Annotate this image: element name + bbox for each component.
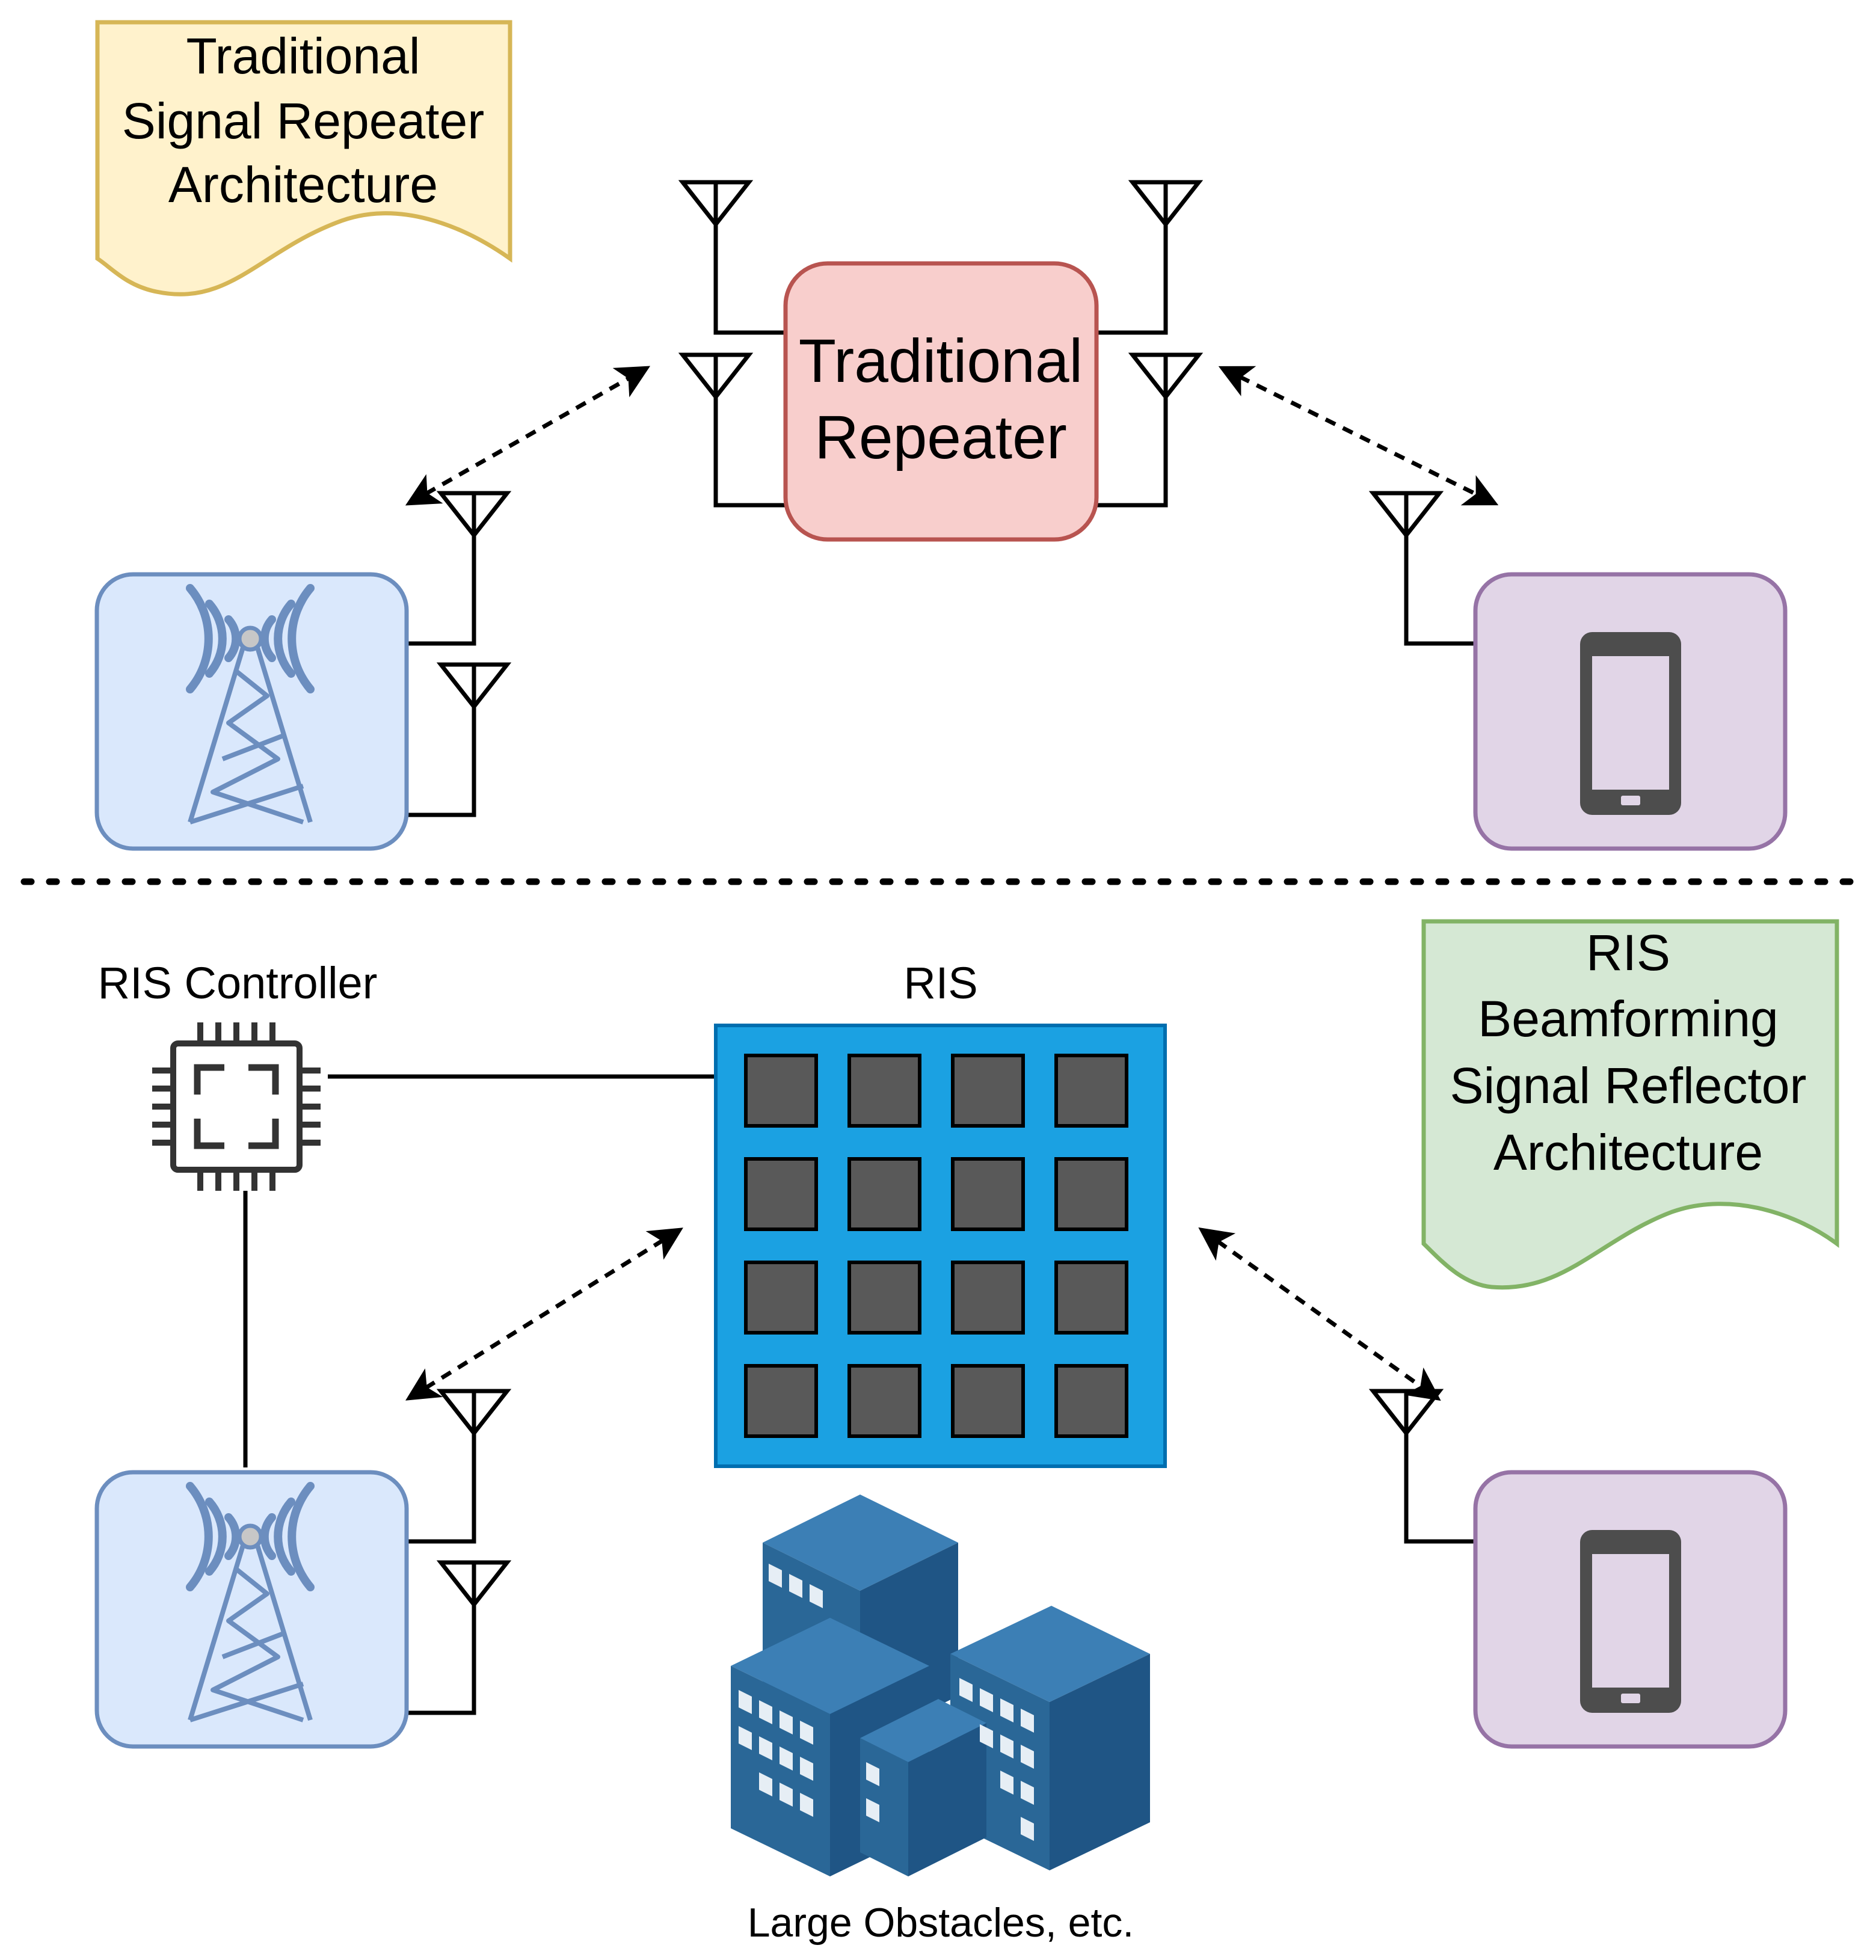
note-traditional-line-3: Architecture (168, 156, 438, 213)
note-ris-line-1: RIS (1586, 924, 1670, 981)
repeater-label-line-2: Repeater (814, 403, 1067, 472)
note-traditional-architecture: Traditional Signal Repeater Architecture (95, 20, 512, 296)
ris-element (951, 1157, 1025, 1231)
ris-element (847, 1157, 921, 1231)
base-station-top (94, 493, 507, 851)
smartphone-icon (1580, 632, 1681, 815)
ris-element (744, 1261, 818, 1335)
microchip-icon (152, 1022, 321, 1191)
link-arrow-bs-to-repeater (405, 366, 651, 506)
base-station-bottom (94, 1391, 507, 1749)
obstacles-label: Large Obstacles, etc. (748, 1900, 1134, 1946)
repeater-box (783, 261, 1099, 542)
ris-element (847, 1261, 921, 1335)
ris-element-grid (744, 1054, 1128, 1438)
base-station-bottom-box (94, 1470, 409, 1749)
ris-element (1054, 1261, 1128, 1335)
user-device-top (1373, 493, 1788, 851)
ris-controller-label: RIS Controller (98, 958, 378, 1008)
ris-element (1054, 1157, 1128, 1231)
note-ris-line-2: Beamforming (1478, 991, 1779, 1047)
ris-element (847, 1054, 921, 1128)
note-ris-line-4: Architecture (1493, 1124, 1763, 1181)
note-ris-architecture: RIS Beamforming Signal Reflector Archite… (1421, 919, 1839, 1290)
ris-element (1054, 1364, 1128, 1438)
ris-element (744, 1157, 818, 1231)
ris-element (951, 1261, 1025, 1335)
ris-element (951, 1364, 1025, 1438)
ris-element (847, 1364, 921, 1438)
link-arrow-ris-to-ue (1198, 1227, 1441, 1401)
traditional-repeater: Traditional Repeater (683, 182, 1199, 542)
ris-element (1054, 1054, 1128, 1128)
note-ris-line-3: Signal Reflector (1450, 1057, 1807, 1114)
smartphone-icon (1580, 1530, 1681, 1713)
link-arrow-repeater-to-ue (1218, 366, 1499, 506)
note-traditional-line-1: Traditional (186, 28, 420, 84)
office-buildings-icon (731, 1495, 1150, 1876)
ris-element (744, 1054, 818, 1128)
repeater-label-line-1: Traditional (799, 327, 1083, 395)
ris-element (744, 1364, 818, 1438)
user-device-bottom (1373, 1391, 1788, 1749)
ris-label: RIS (903, 958, 977, 1008)
base-station-top-box (94, 572, 409, 851)
link-arrow-bs-to-ris (405, 1227, 683, 1401)
ris-element (951, 1054, 1025, 1128)
note-traditional-line-2: Signal Repeater (122, 93, 484, 149)
